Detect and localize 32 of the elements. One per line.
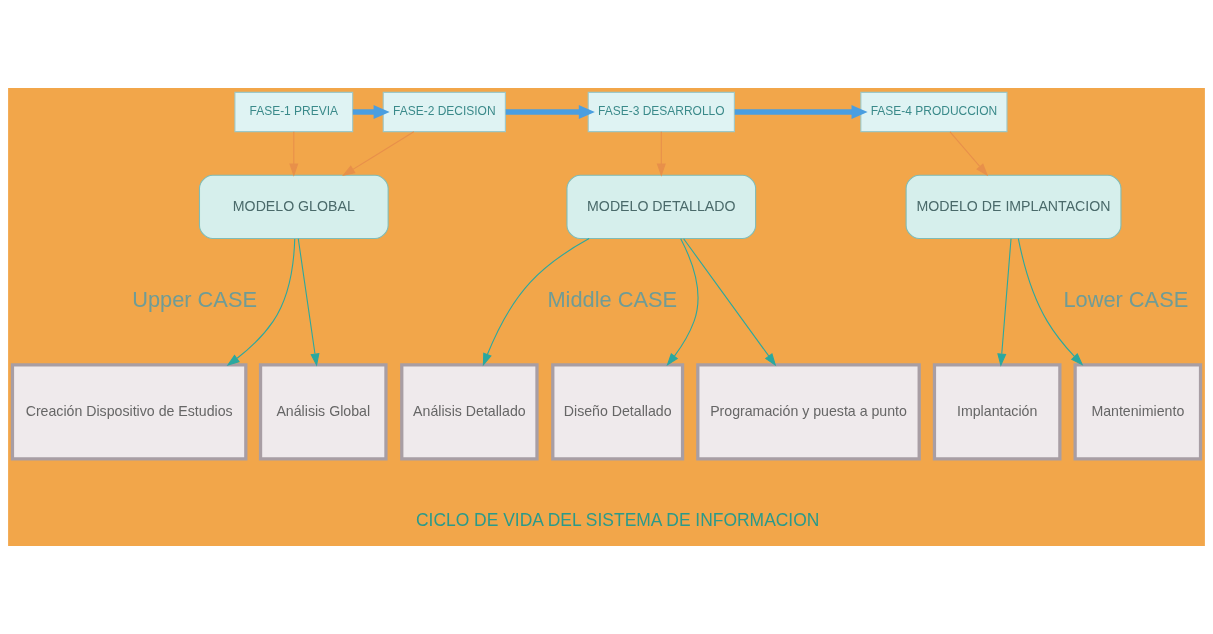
arrow [226, 238, 296, 366]
node-box: FASE-3 DESARROLLO [587, 91, 735, 133]
node-box: Programación y puesta a punto [696, 363, 921, 461]
arrow [656, 131, 666, 177]
node-box: Análisis Detallado [400, 363, 539, 461]
arrow [997, 238, 1012, 367]
label: Lower CASE [1063, 287, 1189, 313]
node-box: FASE-1 PREVIA [234, 91, 354, 133]
node-box: Mantenimiento [1073, 363, 1203, 461]
label: Middle CASE [547, 287, 678, 313]
node-box: MODELO DE IMPLANTACION [905, 174, 1122, 240]
node-box: Análisis Global [258, 363, 388, 461]
node-box: FASE-2 DECISION [382, 91, 506, 133]
arrow [352, 104, 390, 119]
node-box: MODELO DETALLADO [566, 174, 757, 240]
arrow [1017, 238, 1084, 366]
arrow [505, 104, 595, 119]
arrow [482, 238, 590, 367]
arrow [666, 238, 699, 367]
node-box: Creación Dispositivo de Estudios [10, 363, 248, 461]
arrow [289, 131, 299, 177]
arrow [949, 131, 989, 177]
node-box: MODELO GLOBAL [198, 174, 389, 240]
label: CICLO DE VIDA DEL SISTEMA DE INFORMACION [415, 510, 820, 531]
node-box: Diseño Detallado [551, 363, 685, 461]
node-box: FASE-4 PRODUCCION [860, 91, 1008, 133]
arrow [683, 238, 777, 367]
label: Upper CASE [132, 287, 257, 313]
node-box: Implantación [932, 363, 1062, 461]
arrow [342, 131, 415, 177]
arrow [734, 104, 868, 119]
arrow [297, 238, 320, 367]
